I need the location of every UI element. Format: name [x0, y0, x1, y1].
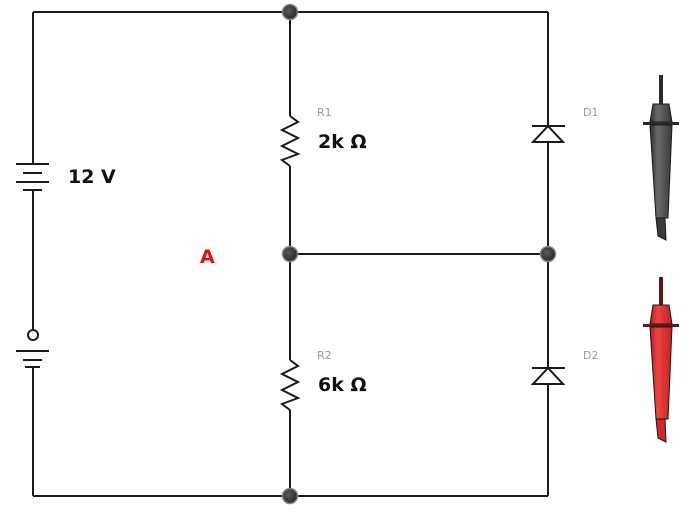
junction-node-bottom[interactable] [281, 487, 299, 505]
black-probe-guard [643, 122, 679, 125]
diode-d2-icon [530, 366, 566, 385]
black-probe-cable [655, 217, 667, 241]
black-probe-handle [649, 124, 673, 219]
resistor-r2-ref: R2 [317, 349, 332, 362]
diode-d2-ref: D2 [583, 349, 598, 362]
resistor-r2-icon [279, 359, 301, 411]
red-probe-collar [649, 304, 673, 325]
red-probe-cable [655, 418, 667, 443]
diode-d1-ref: D1 [583, 106, 598, 119]
red-probe[interactable] [643, 277, 679, 443]
black-probe[interactable] [643, 75, 679, 241]
battery-label: 12 V [68, 166, 116, 188]
junction-node-right[interactable] [539, 245, 557, 263]
terminal-icon [27, 329, 39, 341]
lower-source-symbol [16, 329, 49, 368]
resistor-r1-value: 2k Ω [318, 131, 367, 153]
resistor-r2-value: 6k Ω [318, 374, 367, 396]
red-probe-tip [659, 277, 663, 307]
red-probe-guard [643, 324, 679, 327]
junction-node-top[interactable] [281, 3, 299, 21]
wires [32, 11, 549, 497]
black-probe-tip [659, 75, 663, 105]
battery-symbol [16, 163, 49, 191]
diode-d1-icon [530, 124, 566, 143]
node-label-a: A [200, 246, 215, 268]
red-probe-handle [649, 326, 673, 420]
resistor-r1-icon [279, 115, 301, 167]
junction-node-a[interactable] [281, 245, 299, 263]
resistor-r1-ref: R1 [317, 106, 332, 119]
black-probe-collar [649, 103, 673, 123]
